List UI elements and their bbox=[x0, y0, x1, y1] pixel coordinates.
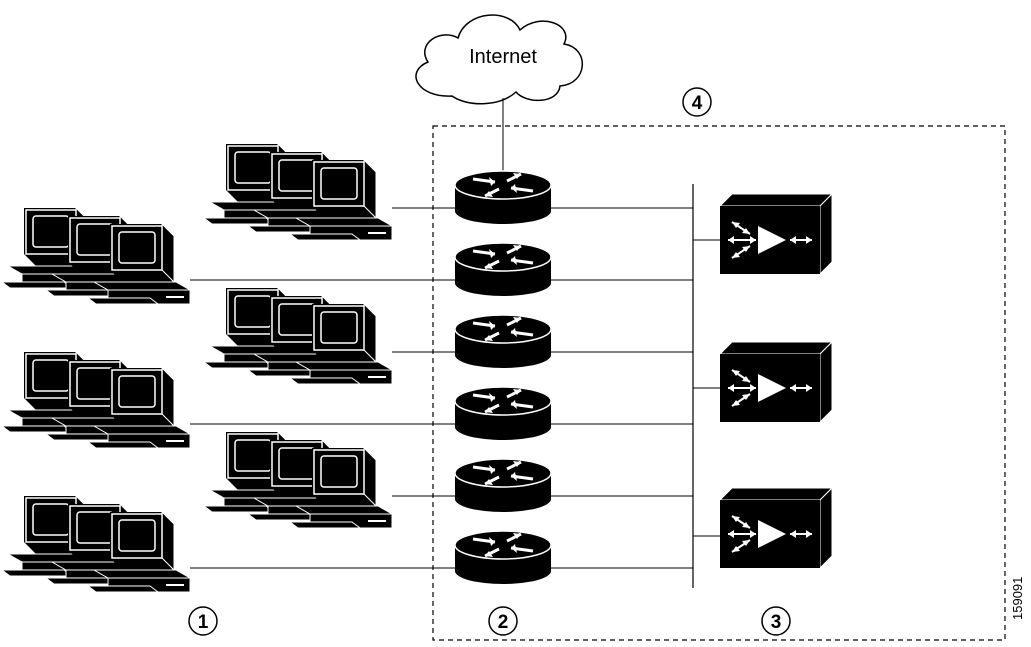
server-icon bbox=[719, 341, 833, 423]
router-icon bbox=[453, 313, 553, 370]
callout-4: 4 bbox=[682, 87, 712, 117]
callout-2: 2 bbox=[488, 606, 518, 636]
pc-group bbox=[204, 288, 392, 384]
pc-group bbox=[2, 208, 190, 304]
backbone-links bbox=[550, 184, 720, 588]
callout-1: 1 bbox=[188, 606, 218, 636]
internet-cloud: Internet bbox=[415, 14, 583, 105]
figure-id: 159091 bbox=[1010, 577, 1025, 620]
network-boundary bbox=[432, 125, 1006, 641]
server-icon bbox=[719, 487, 833, 569]
router-icon bbox=[453, 169, 553, 226]
callout-3-label: 3 bbox=[771, 612, 782, 633]
callout-3: 3 bbox=[761, 606, 791, 636]
server-icon bbox=[719, 193, 833, 275]
pc-group bbox=[2, 496, 190, 592]
callout-4-label: 4 bbox=[692, 93, 703, 114]
router-icon bbox=[453, 385, 553, 442]
router-icon bbox=[453, 457, 553, 514]
pc-group bbox=[204, 432, 392, 528]
router-icon bbox=[453, 241, 553, 298]
pc-group bbox=[2, 352, 190, 448]
callout-1-label: 1 bbox=[198, 612, 209, 633]
pc-group bbox=[204, 144, 392, 240]
internet-label: Internet bbox=[469, 46, 537, 68]
callout-2-label: 2 bbox=[498, 612, 509, 633]
pc-links bbox=[190, 207, 456, 569]
router-icon bbox=[453, 529, 553, 586]
